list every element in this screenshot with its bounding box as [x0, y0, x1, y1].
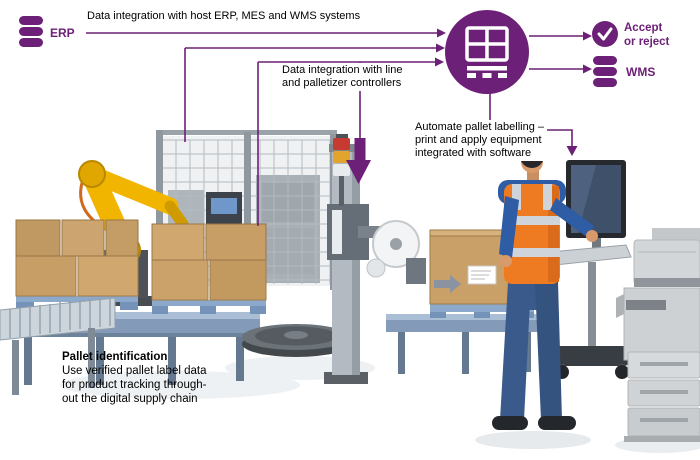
pallet-id-title: Pallet identification: [62, 351, 168, 363]
check-icon: [592, 21, 618, 47]
callout-pallet-identification: Pallet identification Use verified palle…: [62, 350, 206, 406]
pallet-id-line: for product tracking through-: [62, 379, 207, 391]
accept-line: Accept: [624, 22, 663, 34]
callout-label-text: Automate pallet labelling –: [415, 121, 545, 133]
labeller-machine: [358, 220, 426, 284]
software-hub: [445, 10, 529, 94]
shoe: [492, 416, 528, 430]
wms-database-icon: [593, 56, 617, 87]
pallet-id-line: Use verified pallet label data: [62, 365, 207, 377]
shoe: [538, 416, 576, 430]
pallet-stack-right: [151, 223, 267, 314]
callout-automate-labelling: Automate pallet labelling – print and ap…: [412, 120, 548, 161]
apply-direction-arrow: [434, 275, 461, 293]
hub-pallet-icon: [465, 26, 509, 78]
pallet-id-line: out the digital supply chain: [62, 393, 198, 405]
callout-line-integration: Data integration with line and palletize…: [279, 63, 406, 91]
callout-label-text: print and apply equipment: [415, 134, 542, 146]
callout-host-integration: Data integration with host ERP, MES and …: [87, 10, 361, 22]
worker: [492, 144, 598, 430]
printer: [616, 228, 700, 442]
accept-line: or reject: [624, 36, 670, 48]
callout-label-text: integrated with software: [415, 147, 532, 159]
callout-line-text: and palletizer controllers: [282, 77, 402, 89]
pallet-stack-left: [15, 219, 139, 310]
conveyor-right: [386, 314, 538, 374]
erp-database-icon: [19, 16, 43, 47]
accept-reject-label: Accept or reject: [624, 21, 669, 49]
turntable-wrapper: [242, 324, 350, 357]
roller-conveyor-foreground: [0, 297, 116, 395]
wms-label: WMS: [626, 65, 656, 79]
callout-line-text: Data integration with line: [282, 64, 403, 76]
erp-label: ERP: [50, 26, 75, 40]
